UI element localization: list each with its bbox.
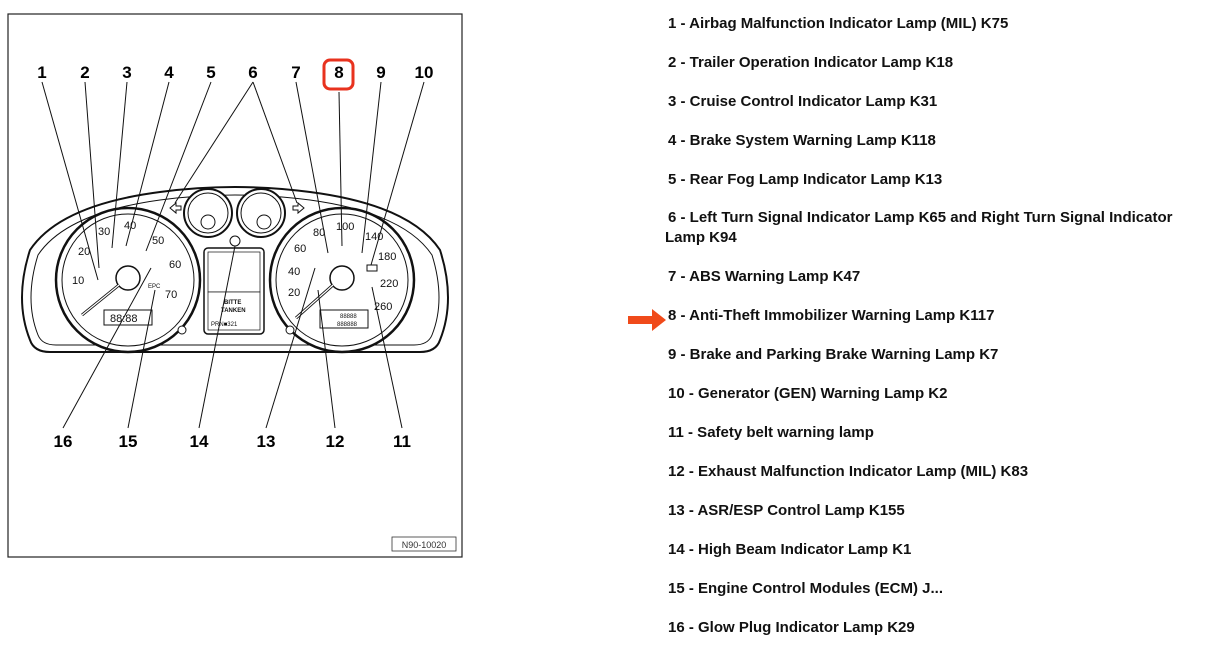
callout-13: 13	[257, 432, 276, 451]
speed-label: 220	[380, 278, 398, 290]
tach-label: 30	[98, 226, 110, 238]
legend-item: 6 - Left Turn Signal Indicator Lamp K65 …	[665, 209, 1173, 246]
callout-15: 15	[119, 432, 138, 451]
cluster-housing	[21, 186, 449, 353]
legend-item: 4 - Brake System Warning Lamp K118	[668, 132, 936, 149]
tach-label: 50	[152, 235, 164, 247]
right-turn-arrow-icon	[292, 201, 305, 215]
temperature-gauge	[183, 188, 233, 238]
trip-display: 888888	[337, 322, 358, 328]
speed-label: 140	[365, 231, 383, 243]
pointer-arrow-icon	[628, 309, 666, 331]
callout-6: 6	[248, 63, 257, 82]
speed-label: 100	[336, 221, 354, 233]
callout-1: 1	[37, 63, 46, 82]
speed-label: 180	[378, 251, 396, 263]
callout-16: 16	[54, 432, 73, 451]
callout-9: 9	[376, 63, 385, 82]
legend-item-highlighted: 8 - Anti-Theft Immobilizer Warning Lamp …	[668, 307, 995, 324]
legend-item: 10 - Generator (GEN) Warning Lamp K2	[668, 385, 948, 402]
callout-8: 8	[334, 63, 343, 82]
callouts-top: 1 2 3 4 5 6 7 8 9 10	[37, 58, 434, 91]
left-turn-arrow-icon	[169, 201, 182, 215]
callout-5: 5	[206, 63, 215, 82]
gear-indicator: PRN■321	[211, 322, 238, 328]
speed-label: 40	[288, 266, 300, 278]
legend-item: 16 - Glow Plug Indicator Lamp K29	[668, 619, 915, 636]
legend-item: 11 - Safety belt warning lamp	[668, 424, 874, 441]
highlight-box	[322, 58, 355, 91]
callout-3: 3	[122, 63, 131, 82]
leader-lines	[41, 81, 425, 429]
tachometer-gauge: 10 20 30 40 50 60 70 EPC 88:88	[54, 206, 202, 354]
callouts-bottom: 16 15 14 13 12 11	[54, 432, 411, 451]
callout-14: 14	[190, 432, 209, 451]
generator-icon	[366, 264, 378, 272]
callout-2: 2	[80, 63, 89, 82]
legend-item: 12 - Exhaust Malfunction Indicator Lamp …	[668, 463, 1029, 480]
callout-7: 7	[291, 63, 300, 82]
center-display: BITTE TANKEN PRN■321	[203, 247, 265, 335]
tach-label: 70	[165, 289, 177, 301]
tach-label: 60	[169, 259, 181, 271]
odometer-display: 88888	[340, 314, 357, 320]
callout-12: 12	[326, 432, 345, 451]
legend-item: 5 - Rear Fog Lamp Indicator Lamp K13	[668, 171, 943, 188]
clock-display: 88:88	[110, 313, 138, 325]
display-text-1: BITTE	[224, 300, 241, 306]
speed-label: 80	[313, 227, 325, 239]
tach-label: 20	[78, 246, 90, 258]
legend-item: 15 - Engine Control Modules (ECM) J...	[668, 580, 944, 597]
callout-11: 11	[393, 432, 411, 451]
speed-label: 60	[294, 243, 306, 255]
callout-10: 10	[415, 63, 434, 82]
reference-code: N90-10020	[402, 540, 447, 550]
tach-label: 40	[124, 220, 136, 232]
epc-label: EPC	[148, 284, 161, 290]
speed-label: 20	[288, 287, 300, 299]
callout-4: 4	[164, 63, 174, 82]
speed-label: 260	[374, 301, 392, 313]
legend-item: 14 - High Beam Indicator Lamp K1	[668, 541, 912, 558]
reference-box	[391, 536, 457, 552]
fuel-gauge	[236, 188, 286, 238]
instrument-cluster-diagram: 10 20 30 40 50 60 70 EPC 88:88 BITTE TAN…	[7, 13, 463, 558]
tach-label: 10	[72, 275, 84, 287]
legend-item: 1 - Airbag Malfunction Indicator Lamp (M…	[668, 15, 1009, 32]
display-text-2: TANKEN	[221, 308, 246, 314]
high-beam-icon	[229, 235, 241, 247]
legend-item: 9 - Brake and Parking Brake Warning Lamp…	[668, 346, 999, 363]
legend-item: 13 - ASR/ESP Control Lamp K155	[668, 502, 905, 519]
legend-item: 3 - Cruise Control Indicator Lamp K31	[668, 93, 938, 110]
legend-item: 7 - ABS Warning Lamp K47	[668, 268, 861, 285]
legend-item: 2 - Trailer Operation Indicator Lamp K18	[668, 54, 954, 71]
